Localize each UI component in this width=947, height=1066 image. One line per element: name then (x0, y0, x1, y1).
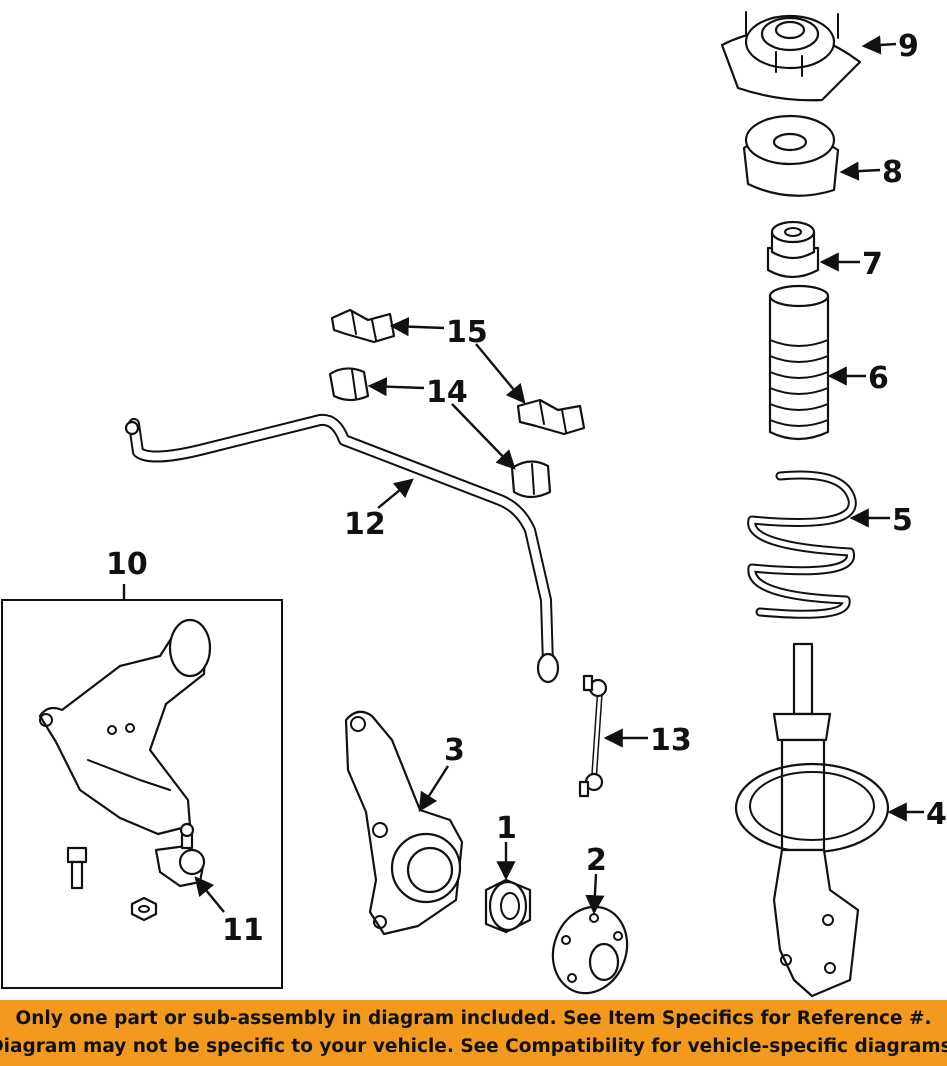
leader-15-a (389, 317, 445, 337)
leader-14-b (451, 403, 516, 470)
leader-9 (861, 35, 897, 55)
leader-2 (585, 873, 605, 915)
leader-11 (194, 876, 225, 913)
suspension-parts-diagram: 9 8 7 6 5 4 13 3 1 2 15 14 12 10 11 (1, 11, 947, 998)
callout-6: 6 (868, 361, 889, 396)
disclaimer-banner: Only one part or sub-assembly in diagram… (0, 1000, 947, 1066)
leader-15-b (475, 343, 526, 404)
leader-3 (418, 765, 450, 813)
callout-1: 1 (496, 811, 517, 846)
callout-3: 3 (444, 733, 465, 768)
callout-7: 7 (862, 247, 883, 282)
stabilizer-bushing-part-lower (510, 460, 552, 499)
stabilizer-link-part (578, 674, 608, 798)
disclaimer-line-1: Only one part or sub-assembly in diagram… (15, 1008, 932, 1029)
nut-part (130, 896, 158, 922)
ball-joint-part (154, 822, 206, 888)
callout-4: 4 (926, 797, 947, 832)
callout-15: 15 (446, 315, 488, 350)
bolt-part (66, 846, 88, 890)
callout-11: 11 (222, 913, 264, 948)
stabilizer-bar-part (124, 413, 560, 684)
control-arm-group (1, 599, 283, 989)
stabilizer-bushing-part-upper (328, 367, 370, 402)
callout-2: 2 (586, 843, 607, 878)
callout-9: 9 (898, 29, 919, 64)
callout-5: 5 (892, 503, 913, 538)
disclaimer-line-2: Diagram may not be specific to your vehi… (0, 1036, 947, 1057)
strut-assembly-part (734, 642, 890, 998)
callout-12: 12 (344, 507, 386, 542)
steering-knuckle-part (344, 710, 464, 936)
stabilizer-bracket-part-lower (516, 398, 586, 436)
stabilizer-bracket-part-upper (330, 308, 396, 344)
coil-spring-part (747, 470, 857, 619)
leader-12 (377, 478, 414, 509)
spring-seat-part (742, 114, 840, 197)
callout-14: 14 (426, 375, 468, 410)
callout-labels: 9 8 7 6 5 4 13 3 1 2 15 14 12 10 11 (106, 29, 947, 948)
wheel-hub-part (551, 905, 629, 995)
callout-13: 13 (650, 723, 692, 758)
wheel-bearing-part (484, 878, 532, 934)
strut-mount-part (720, 11, 862, 102)
dust-boot-part (768, 284, 830, 441)
leader-8 (839, 161, 881, 181)
leader-lines (122, 35, 924, 915)
leader-14-a (367, 377, 425, 397)
callout-10: 10 (106, 547, 148, 582)
callout-8: 8 (882, 155, 903, 190)
bump-stop-part (766, 220, 820, 279)
